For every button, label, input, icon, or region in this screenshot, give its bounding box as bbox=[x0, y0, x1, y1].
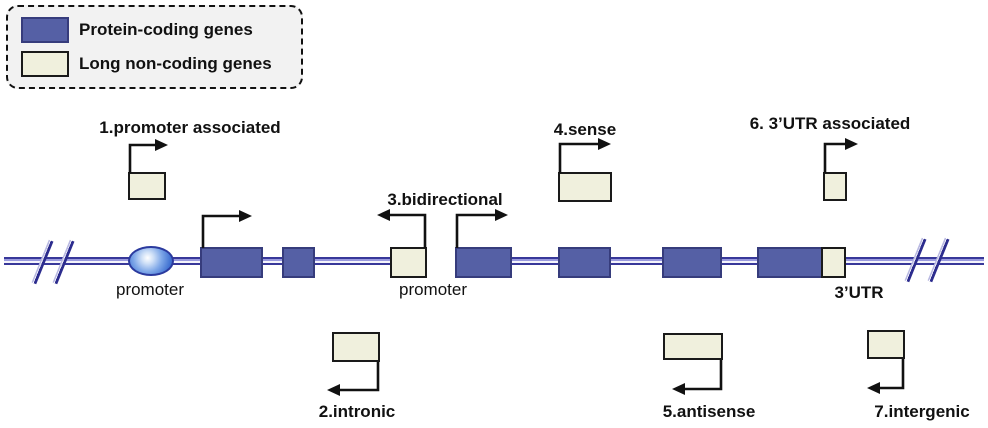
intronic-arrow-icon bbox=[339, 362, 380, 392]
legend-label-protein-coding: Protein-coding genes bbox=[79, 20, 253, 39]
annotation-sense: 4.sense bbox=[553, 120, 617, 139]
promoter-oval bbox=[128, 246, 174, 276]
legend-label-long-non-coding: Long non-coding genes bbox=[79, 54, 272, 73]
exon-3 bbox=[455, 247, 512, 278]
utr3-associated-arrow-icon bbox=[823, 142, 846, 173]
promoter-associated-arrow-icon bbox=[128, 143, 156, 173]
promoter-associated-lnc-box bbox=[128, 172, 166, 200]
antisense-arrow-icon bbox=[684, 360, 723, 391]
lnc-swatch-icon bbox=[21, 51, 69, 77]
exon-2 bbox=[282, 247, 315, 278]
annotation-promoter-associated: 1.promoter associated bbox=[99, 118, 281, 137]
annotation-bidirectional: 3.bidirectional bbox=[387, 190, 503, 209]
exon-4 bbox=[558, 247, 611, 278]
arrowhead-left-icon bbox=[867, 382, 880, 394]
intergenic-lnc-box bbox=[867, 330, 905, 359]
annotation-intergenic: 7.intergenic bbox=[874, 402, 970, 421]
annotation-utr3-associated: 6. 3’UTR associated bbox=[749, 114, 911, 133]
legend-item-protein-coding: Protein-coding genes bbox=[21, 17, 301, 43]
utr3-label: 3’UTR bbox=[834, 283, 884, 302]
gene-tss-arrow-icon bbox=[455, 213, 496, 248]
arrowhead-left-icon bbox=[327, 384, 340, 396]
arrowhead-left-icon bbox=[672, 383, 685, 395]
arrowhead-right-icon bbox=[845, 138, 858, 150]
exon-6 bbox=[757, 247, 823, 278]
arrowhead-right-icon bbox=[155, 139, 168, 151]
annotation-antisense: 5.antisense bbox=[662, 402, 756, 421]
annotation-intronic: 2.intronic bbox=[318, 402, 396, 421]
promoter-label-left: promoter bbox=[115, 280, 185, 299]
legend: Protein-coding genes Long non-coding gen… bbox=[6, 5, 303, 89]
antisense-lnc-box bbox=[663, 333, 723, 360]
gene-tss-arrow-icon bbox=[201, 214, 240, 248]
exon-1 bbox=[200, 247, 263, 278]
exon-5 bbox=[662, 247, 722, 278]
intronic-lnc-box bbox=[332, 332, 380, 362]
sense-lnc-box bbox=[558, 172, 612, 202]
arrowhead-right-icon bbox=[495, 209, 508, 221]
promoter-label-mid: promoter bbox=[398, 280, 468, 299]
bidirectional-promoter-lnc-box bbox=[390, 247, 427, 278]
intergenic-arrow-icon bbox=[879, 359, 905, 390]
arrowhead-right-icon bbox=[239, 210, 252, 222]
arrowhead-left-icon bbox=[377, 209, 390, 221]
utr3-box bbox=[821, 247, 846, 278]
utr3-associated-lnc-box bbox=[823, 172, 847, 201]
bidirectional-left-arrow-icon bbox=[389, 213, 427, 248]
protein-coding-swatch-icon bbox=[21, 17, 69, 43]
sense-arrow-icon bbox=[558, 142, 599, 173]
legend-item-long-non-coding: Long non-coding genes bbox=[21, 51, 301, 77]
